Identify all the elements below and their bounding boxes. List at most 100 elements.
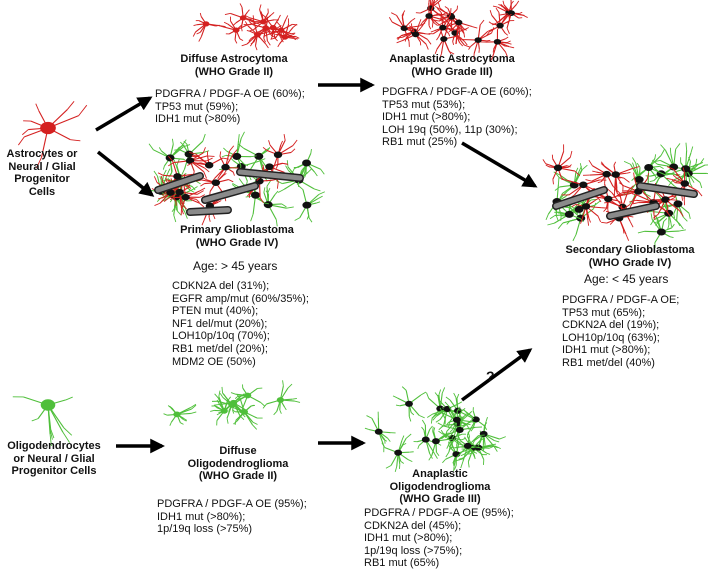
diffuse-astrocytoma-cells-icon (271, 18, 300, 48)
primary-glioblastoma-cells-icon (221, 131, 257, 170)
oligodendrocyte-cell-icon (12, 396, 73, 447)
title-line: (WHO Grade II) (194, 65, 274, 78)
diffuse-oligodendroglioma-cells-icon (210, 390, 232, 426)
title-line: (WHO Grade II) (198, 470, 278, 483)
anaplastic-astrocytoma-markers: PDGFRA / PDGF-A OE (60%); TP53 mut (53%)… (382, 86, 532, 149)
diffuse-oligodendroglioma-markers: PDGFRA / PDGF-A OE (95%); IDH1 mut (>80%… (157, 498, 307, 536)
diffuse-oligodendroglioma-cells-icon (163, 403, 197, 426)
primary-glioblastoma-markers: CDKN2A del (31%); EGFR amp/mut (60%/35%)… (172, 280, 309, 368)
title-line: Oligodendroglioma (187, 457, 289, 470)
diffuse-astrocytoma-title: Diffuse Astrocytoma (WHO Grade II) (164, 53, 304, 78)
diffuse-astrocytoma-markers: PDGFRA / PDGF-A OE (60%); TP53 mut (59%)… (155, 88, 305, 126)
marker-line: IDH1 mut (>80%); (382, 111, 471, 124)
marker-line: IDH1 mut (>80%) (155, 113, 241, 126)
anaplastic-oligodendroglioma-cells-icon (472, 416, 506, 452)
marker-line: CDKN2A del (45%); (364, 519, 462, 532)
diffuse-astrocytoma-cells-icon (217, 16, 253, 44)
blood-vessel-icon (187, 207, 231, 215)
anaplastic-oligodendroglioma-cells-icon (381, 433, 414, 472)
label-line: Progenitor Cells (14, 173, 70, 198)
label-line: Neural / Glial (8, 160, 76, 173)
title-line: (WHO Grade III) (411, 65, 493, 78)
anaplastic-astrocytoma-title: Anaplastic Astrocytoma (WHO Grade III) (377, 53, 527, 78)
primary-glioblastoma-cells-icon (256, 162, 289, 189)
anaplastic-astrocytoma-cells-icon (480, 25, 515, 62)
title-line: Diffuse (219, 445, 257, 457)
primary-glioblastoma-cells-icon (262, 134, 298, 177)
anaplastic-astrocytoma-cells-icon (445, 19, 478, 45)
primary-glioblastoma-cells-icon (294, 185, 325, 223)
title-line: Diffuse Astrocytoma (180, 53, 288, 65)
anaplastic-oligodendroglioma-cells-icon (364, 411, 396, 453)
anaplastic-oligodendroglioma-title: Anaplastic Oligodendroglioma (WHO Grade … (370, 468, 510, 506)
diffuse-astrocytoma-cells-icon (192, 12, 226, 42)
title-line: Anaplastic (412, 468, 468, 480)
anaplastic-astrocytoma-cells-icon (499, 0, 528, 35)
anaplastic-astrocytoma-cells-icon (458, 19, 495, 60)
label-line: or Neural / Glial (13, 452, 95, 465)
label-line: Progenitor Cells (11, 465, 97, 478)
diffuse-oligodendroglioma-cells-icon (232, 394, 263, 430)
secondary-glioblastoma-age: Age: < 45 years (584, 272, 669, 286)
anaplastic-astrocytoma-cells-icon (486, 7, 515, 36)
anaplastic-oligodendroglioma-cells-icon (439, 401, 477, 439)
anaplastic-oligodendroglioma-cells-icon (392, 386, 427, 422)
title-line: Anaplastic Astrocytoma (389, 53, 515, 65)
diffuse-oligodendroglioma-cells-icon (211, 386, 247, 424)
secondary-glioblastoma-cells-icon (666, 166, 703, 206)
marker-line: IDH1 mut (>80%); (364, 532, 453, 545)
blood-vessel-icon (637, 183, 697, 197)
marker-line: NF1 del/mut (20%); (172, 317, 268, 330)
marker-line: RB1 mut (25%) (382, 136, 458, 149)
marker-line: TP53 mut (53%); (382, 98, 466, 111)
astrocyte-cell-icon (18, 101, 88, 169)
marker-line: IDH1 mut (>80%); (562, 344, 651, 357)
arrow-anaplastic-astrocytoma-to-secondary-glioblastoma (461, 141, 538, 188)
anaplastic-oligodendroglioma-cells-icon (426, 394, 463, 431)
primary-glioblastoma-cells-icon (168, 147, 215, 179)
marker-line: LOH 19q (50%), 11p (30%); (382, 123, 518, 136)
diffuse-astrocytoma-cells-icon (241, 15, 270, 51)
anaplastic-astrocytoma-cells-icon (434, 21, 462, 60)
marker-line: EGFR amp/mut (60%/35%); (172, 292, 309, 305)
marker-line: PDGFRA / PDGF-A OE (60%); (382, 86, 532, 98)
marker-line: TP53 mut (65%); (562, 306, 646, 319)
title-line: Primary Glioblastoma (180, 224, 294, 236)
primary-glioblastoma-title: Primary Glioblastoma (WHO Grade IV) (162, 224, 312, 249)
anaplastic-astrocytoma-cells-icon (396, 19, 429, 50)
anaplastic-oligodendroglioma-cells-icon (449, 431, 485, 469)
marker-line: PTEN mut (40%); (172, 305, 259, 318)
marker-line: PDGFRA / PDGF-A OE; (562, 294, 680, 306)
secondary-glioblastoma-cells-icon (637, 213, 686, 248)
anaplastic-oligodendroglioma-cells-icon (456, 407, 488, 436)
marker-line: CDKN2A del (19%); (562, 319, 660, 332)
blood-vessel-icon (607, 203, 659, 219)
title-line: (WHO Grade IV) (588, 256, 672, 269)
marker-line: CDKN2A del (31%); (172, 280, 270, 292)
marker-line: RB1 met/del (20%); (172, 342, 268, 355)
secondary-glioblastoma-title: Secondary Glioblastoma (WHO Grade IV) (550, 244, 708, 269)
label-line: Oligodendrocytes (7, 440, 101, 452)
marker-line: MDM2 OE (50%) (172, 355, 256, 368)
anaplastic-oligodendroglioma-markers: PDGFRA / PDGF-A OE (95%); CDKN2A del (45… (364, 507, 514, 570)
primary-glioblastoma-cells-icon (210, 145, 239, 184)
secondary-glioblastoma-cells-icon (672, 142, 705, 188)
blood-vessel-icon (553, 187, 607, 209)
diffuse-oligodendroglioma-title: Diffuse Oligodendroglioma (WHO Grade II) (168, 445, 308, 483)
marker-line: LOH10p/10q (63%); (562, 331, 660, 344)
primary-glioblastoma-age: Age: > 45 years (193, 259, 278, 273)
marker-line: LOH10p/10q (70%); (172, 330, 270, 343)
arrow-astro-to-primary-glioblastoma (96, 150, 155, 197)
marker-line: PDGFRA / PDGF-A OE (95%); (364, 507, 514, 519)
secondary-glioblastoma-cells-icon (600, 161, 640, 198)
arrow-astro-to-diffuse-astrocytoma (95, 96, 153, 132)
blood-vessel-icon (155, 173, 203, 193)
marker-line: TP53 mut (59%); (155, 100, 239, 113)
secondary-glioblastoma-markers: PDGFRA / PDGF-A OE; TP53 mut (65%); CDKN… (562, 294, 679, 370)
title-line: (WHO Grade III) (399, 493, 481, 506)
marker-line: 1p/19q loss (>75%); (364, 544, 463, 557)
marker-line: PDGFRA / PDGF-A OE (95%); (157, 498, 307, 510)
primary-glioblastoma-cells-icon (174, 133, 210, 176)
